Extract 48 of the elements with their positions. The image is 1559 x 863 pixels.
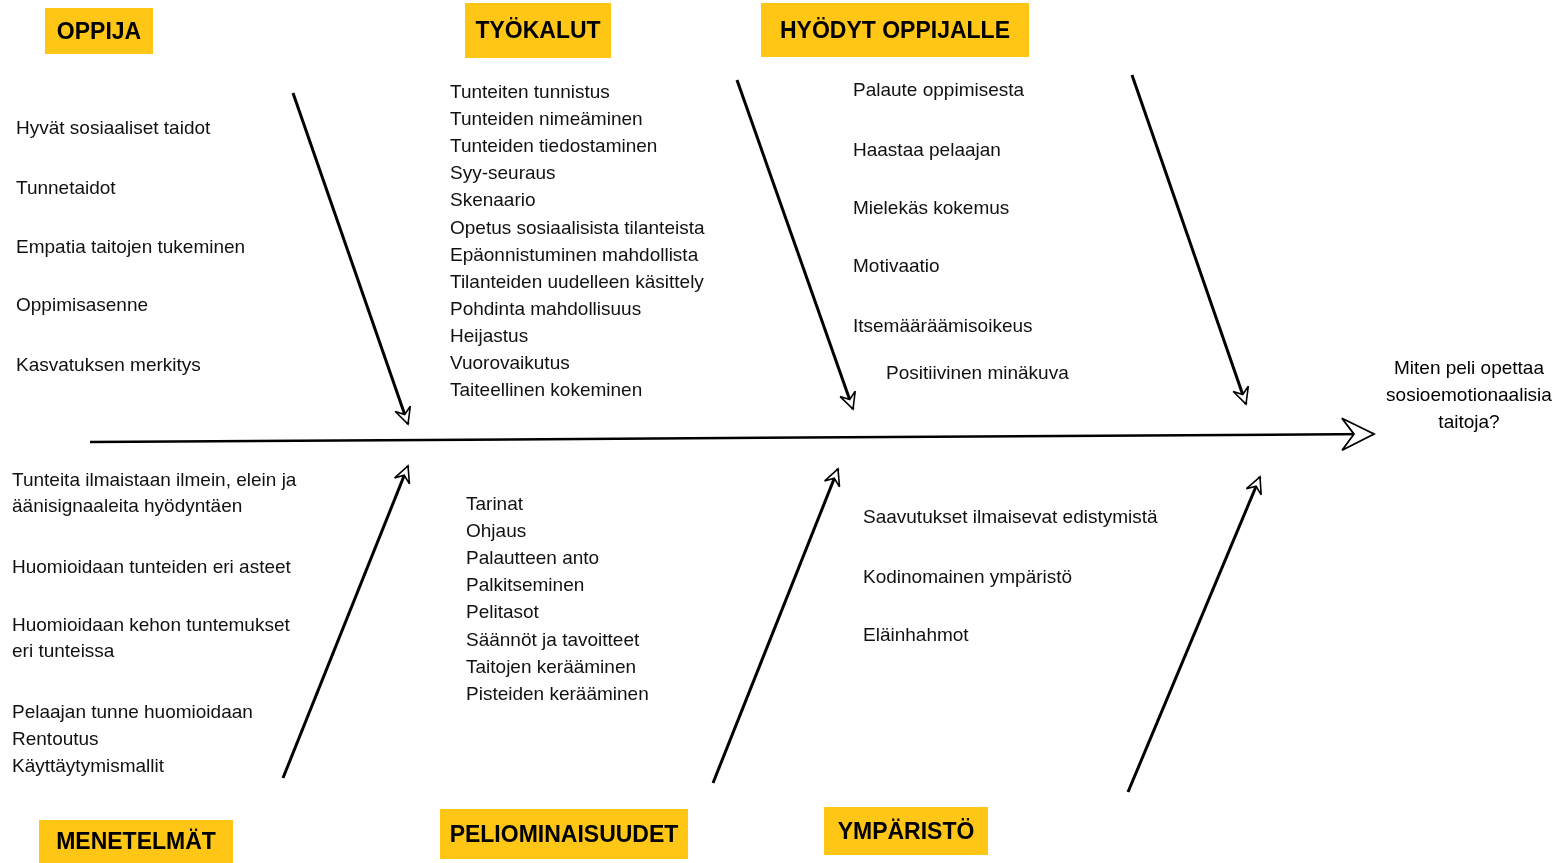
factor-text: Oppimisasenne: [16, 293, 149, 317]
factor-text: Skenaario: [450, 188, 536, 213]
factor-text: Mielekäs kokemus: [853, 196, 1010, 220]
factor-text: Kasvatuksen merkitys: [16, 353, 201, 377]
factor-text: Haastaa pelaajan: [853, 138, 1001, 162]
effect-text: Miten peli opettaa sosioemotionaalisia taitoja?: [1378, 352, 1559, 436]
factor-text: Pelitasot: [466, 600, 539, 625]
factor-text: Huomioidaan kehon tuntemukset eri tunteissa: [12, 613, 291, 663]
spine-arrow: [90, 417, 1375, 452]
factor-text: Pisteiden kerääminen: [466, 681, 649, 706]
factor-text: Pelaajan tunne huomioidaan: [12, 700, 253, 724]
category-heading: HYÖDYT OPPIJALLE: [761, 3, 1029, 57]
factor-text: Kodinomainen ympäristö: [863, 565, 1073, 589]
factor-text: Epäonnistuminen mahdollista: [450, 242, 699, 267]
factor-text: Ohjaus: [466, 519, 527, 544]
factor-text: Tarinat: [466, 492, 524, 516]
factor-text: Pohdinta mahdollisuus: [450, 296, 642, 321]
factor-text: Eläinhahmot: [863, 623, 969, 647]
factor-text: Säännöt ja tavoitteet: [466, 627, 640, 652]
factor-text: Syy-seuraus: [450, 161, 556, 186]
factor-text: Taitojen kerääminen: [466, 654, 637, 679]
factor-text: Tunteita ilmaistaan ilmein, elein ja äänisignaaleita hyödyntäen: [12, 468, 298, 518]
factor-text: Tunteiden nimeäminen: [450, 107, 643, 132]
factor-text: Tilanteiden uudelleen käsittely: [450, 269, 704, 294]
factor-text: Itsemääräämisoikeus: [853, 314, 1033, 338]
factor-text: Positiivinen minäkuva: [886, 361, 1069, 385]
factor-text: Palaute oppimisesta: [853, 78, 1025, 102]
factor-text: Tunteiden tiedostaminen: [450, 134, 658, 159]
factor-text: Opetus sosiaalisista tilanteista: [450, 215, 705, 240]
factor-text: Tunnetaidot: [16, 176, 116, 200]
factor-text: Tunteiten tunnistus: [450, 80, 610, 104]
factor-text: Palautteen anto: [466, 546, 600, 571]
factor-text: Heijastus: [450, 323, 529, 348]
factor-text: Empatia taitojen tukeminen: [16, 235, 246, 259]
factor-text: Saavutukset ilmaisevat edistymistä: [863, 505, 1158, 529]
factor-text: Huomioidaan tunteiden eri asteet: [12, 555, 291, 579]
category-heading: OPPIJA: [45, 8, 153, 54]
category-heading: PELIOMINAISUUDET: [440, 809, 688, 859]
category-heading: YMPÄRISTÖ: [824, 807, 988, 855]
factor-text: Hyvät sosiaaliset taidot: [16, 116, 211, 140]
factor-text: Rentoutus: [12, 727, 99, 751]
factor-text: Taiteellinen kokeminen: [450, 378, 643, 403]
factor-text: Käyttäytymismallit: [12, 754, 165, 778]
category-heading: MENETELMÄT: [39, 820, 233, 863]
factor-text: Palkitseminen: [466, 573, 585, 598]
factor-text: Motivaatio: [853, 254, 940, 278]
factor-text: Vuorovaikutus: [450, 351, 570, 375]
category-heading: TYÖKALUT: [465, 3, 611, 58]
